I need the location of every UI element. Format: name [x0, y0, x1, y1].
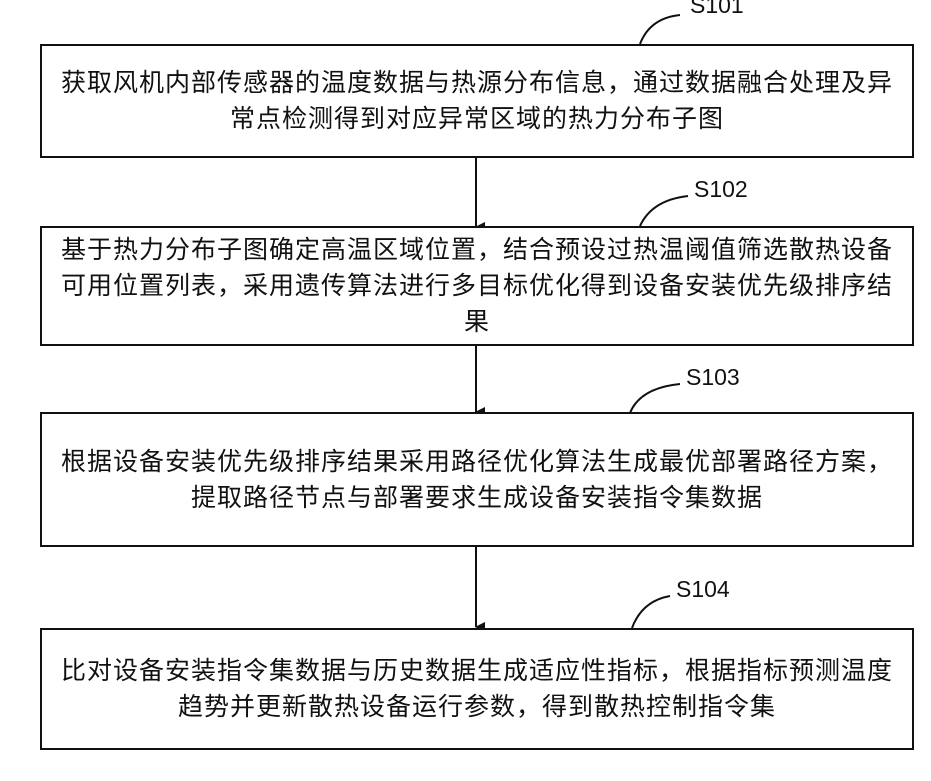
step-box-s103: 根据设备安装优先级排序结果采用路径优化算法生成最优部署路径方案，提取路径节点与部…: [40, 412, 914, 547]
step-box-s104: 比对设备安装指令集数据与历史数据生成适应性指标，根据指标预测温度趋势并更新散热设…: [40, 628, 914, 750]
step-label-s103: S103: [686, 364, 740, 391]
step-text-s101: 获取风机内部传感器的温度数据与热源分布信息，通过数据融合处理及异常点检测得到对应…: [56, 65, 898, 137]
label-leader-s103: [630, 384, 680, 413]
step-box-s102: 基于热力分布子图确定高温区域位置，结合预设过热温阈值筛选散热设备可用位置列表，采…: [40, 226, 914, 346]
step-label-s101: S101: [690, 0, 744, 19]
label-leader-s101: [640, 15, 680, 44]
step-text-s104: 比对设备安装指令集数据与历史数据生成适应性指标，根据指标预测温度趋势并更新散热设…: [56, 653, 898, 725]
step-label-s102: S102: [694, 176, 748, 203]
step-label-s104: S104: [676, 576, 730, 603]
step-text-s102: 基于热力分布子图确定高温区域位置，结合预设过热温阈值筛选散热设备可用位置列表，采…: [56, 232, 898, 340]
step-text-s103: 根据设备安装优先级排序结果采用路径优化算法生成最优部署路径方案，提取路径节点与部…: [56, 444, 898, 516]
label-leader-s102: [640, 196, 688, 226]
step-box-s101: 获取风机内部传感器的温度数据与热源分布信息，通过数据融合处理及异常点检测得到对应…: [40, 44, 914, 158]
label-leader-s104: [632, 596, 670, 628]
